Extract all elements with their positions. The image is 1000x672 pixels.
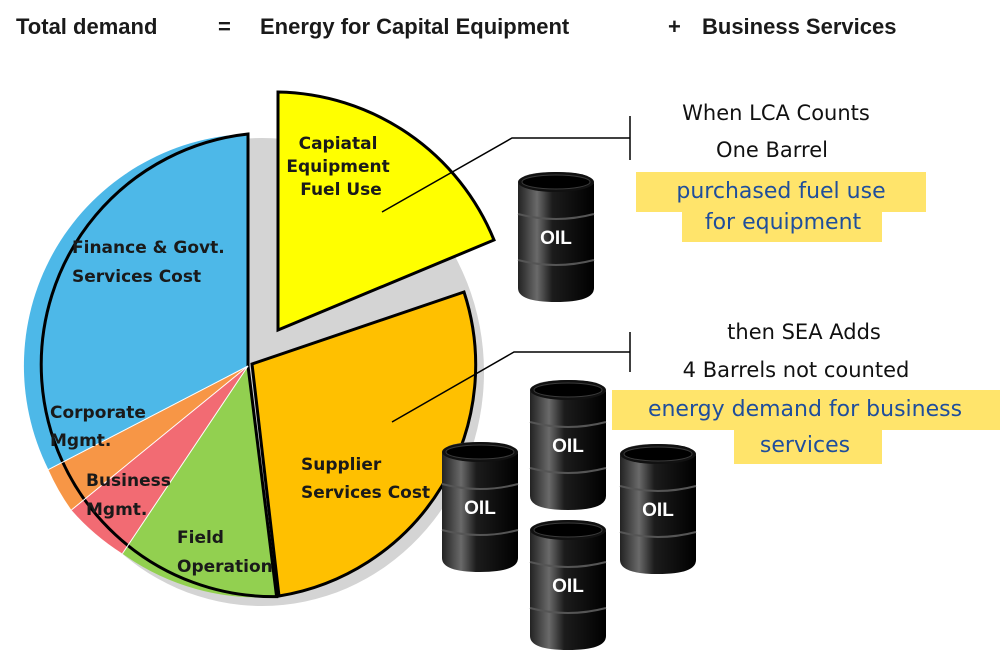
pie-chart: Capiatal Equipment Fuel Use Supplier Ser… bbox=[23, 90, 496, 606]
oil-label: OIL bbox=[552, 576, 584, 597]
oil-barrel-sea-right: OIL bbox=[619, 444, 697, 574]
pie-slice-corporate-mgmt bbox=[48, 366, 249, 510]
title-plus: + bbox=[668, 14, 681, 39]
title-energy-capital-equipment: Energy for Capital Equipment bbox=[260, 14, 570, 39]
sea-four-barrels: 4 Barrels not counted bbox=[683, 358, 910, 382]
oil-label: OIL bbox=[552, 436, 584, 457]
sea-heading: then SEA Adds bbox=[727, 320, 881, 344]
sea-highlight-box-2 bbox=[734, 428, 882, 464]
pie-slice-finance-govt bbox=[23, 134, 248, 470]
pie-slice-field-operation bbox=[122, 366, 277, 598]
oil-label: OIL bbox=[540, 228, 572, 249]
lca-purchased-fuel-use: purchased fuel use bbox=[676, 179, 885, 204]
pie-outline bbox=[39, 132, 279, 599]
label-field-operation: Field Operation bbox=[177, 528, 273, 577]
pie-outline-supplier bbox=[250, 290, 478, 598]
oil-barrel-lca: OIL bbox=[517, 172, 595, 302]
oil-barrel-sea-top: OIL bbox=[529, 380, 607, 510]
lca-highlight-box-1 bbox=[636, 172, 926, 212]
label-corporate-mgmt: Corporate Mgmt. bbox=[50, 403, 152, 451]
callout-lca: When LCA Counts One Barrel purchased fue… bbox=[636, 101, 926, 242]
lca-for-equipment: for equipment bbox=[705, 210, 862, 235]
oil-barrel-sea-left: OIL bbox=[441, 442, 519, 572]
callout-sea: then SEA Adds 4 Barrels not counted ener… bbox=[612, 320, 1000, 464]
sea-highlight-box-1 bbox=[612, 390, 1000, 430]
label-supplier-services: Supplier Services Cost bbox=[301, 455, 430, 503]
pie-slice-supplier-services bbox=[252, 292, 476, 596]
sea-energy-demand: energy demand for business bbox=[648, 397, 962, 422]
pie-slice-capital-equipment bbox=[278, 92, 494, 330]
title-equation: Total demand = Energy for Capital Equipm… bbox=[16, 14, 896, 39]
title-equals: = bbox=[218, 14, 231, 39]
label-capital-equipment: Capiatal Equipment Fuel Use bbox=[286, 134, 395, 200]
lca-highlight-box-2 bbox=[682, 210, 882, 242]
title-total-demand: Total demand bbox=[16, 14, 157, 39]
label-business-mgmt: Business Mgmt. bbox=[86, 471, 177, 520]
title-business-services: Business Services bbox=[702, 14, 896, 39]
sea-services: services bbox=[760, 433, 850, 458]
pie-outline-capital bbox=[276, 90, 496, 333]
leader-lines bbox=[381, 116, 631, 423]
lca-one-barrel: One Barrel bbox=[716, 138, 828, 162]
leader-line-lca bbox=[381, 137, 630, 213]
oil-label: OIL bbox=[464, 498, 496, 519]
oil-barrel-sea-bottom: OIL bbox=[529, 520, 607, 650]
oil-label: OIL bbox=[642, 500, 674, 521]
label-finance-govt: Finance & Govt. Services Cost bbox=[72, 238, 231, 287]
leader-line-sea bbox=[391, 351, 630, 423]
pie-slice-business-mgmt bbox=[71, 366, 249, 554]
lca-heading: When LCA Counts bbox=[682, 101, 870, 125]
